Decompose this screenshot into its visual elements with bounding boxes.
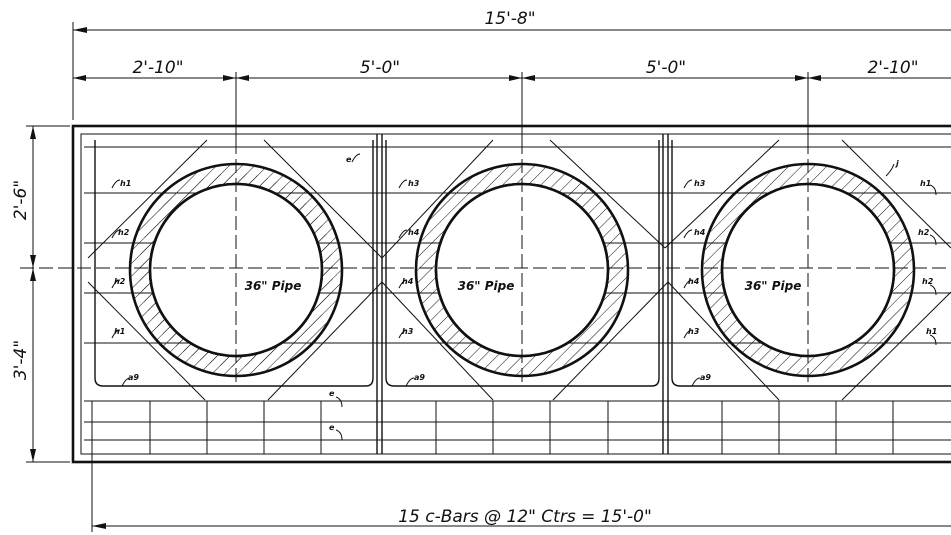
dim-seg-left: 2'-10" xyxy=(132,58,183,78)
pipe-interiors xyxy=(148,182,896,358)
bar-label-e: e xyxy=(346,155,352,164)
dim-seg-right: 2'-10" xyxy=(867,58,918,78)
bar-label-e: e xyxy=(329,389,335,398)
center-lines xyxy=(20,72,951,385)
bar-label-h3: h3 xyxy=(402,327,414,336)
diagonal-bars xyxy=(87,139,951,401)
bar-label-h4: h4 xyxy=(408,228,420,237)
bar-label-e: e xyxy=(329,423,335,432)
vertical-dimensions: 2'-6" 3'-4" xyxy=(11,125,70,463)
c-bars-dimension: 15 c-Bars @ 12" Ctrs = 15'-0" xyxy=(91,454,951,532)
cell-stirrups xyxy=(94,140,951,387)
pipe-label-middle: 36" Pipe xyxy=(458,279,515,293)
segment-dimensions: 2'-10" 5'-0" 5'-0" 2'-10" xyxy=(73,58,951,88)
dim-vert-bottom: 3'-4" xyxy=(11,340,31,380)
bar-label-h1: h1 xyxy=(114,327,125,336)
bar-label-h1: h1 xyxy=(920,179,931,188)
bar-label-h2: h2 xyxy=(114,277,126,286)
bar-label-h3: h3 xyxy=(688,327,700,336)
bar-label-h1: h1 xyxy=(926,327,937,336)
bar-label-h2: h2 xyxy=(118,228,130,237)
bar-label-h3: h3 xyxy=(408,179,420,188)
bar-label-h4: h4 xyxy=(402,277,414,286)
bottom-slab-bars xyxy=(91,401,894,454)
dim-seg-mid1: 5'-0" xyxy=(360,58,400,78)
pipe-label-right: 36" Pipe xyxy=(745,279,802,293)
bar-label-a9: a9 xyxy=(414,373,425,382)
bar-label-h2: h2 xyxy=(918,228,930,237)
overall-dimension: 15'-8" xyxy=(72,9,951,120)
bar-label-h4: h4 xyxy=(688,277,700,286)
dim-seg-mid2: 5'-0" xyxy=(646,58,686,78)
bar-mark-leaders xyxy=(111,153,937,441)
dim-vert-top: 2'-6" xyxy=(11,180,31,220)
c-bars-dimension-text: 15 c-Bars @ 12" Ctrs = 15'-0" xyxy=(398,507,652,527)
bar-label-h4: h4 xyxy=(694,228,706,237)
bar-label-a9: a9 xyxy=(700,373,711,382)
bar-label-h2: h2 xyxy=(922,277,934,286)
bar-mark-labels: h1 h2 h2 h1 a9 e h3 h4 h4 h3 a9 h3 h4 h4… xyxy=(114,155,937,432)
bar-label-j: j xyxy=(894,159,899,168)
bar-label-h3: h3 xyxy=(694,179,706,188)
bar-label-h1: h1 xyxy=(120,179,131,188)
bar-label-a9: a9 xyxy=(128,373,139,382)
overall-dimension-text: 15'-8" xyxy=(484,9,535,29)
pipe-label-left: 36" Pipe xyxy=(245,279,302,293)
